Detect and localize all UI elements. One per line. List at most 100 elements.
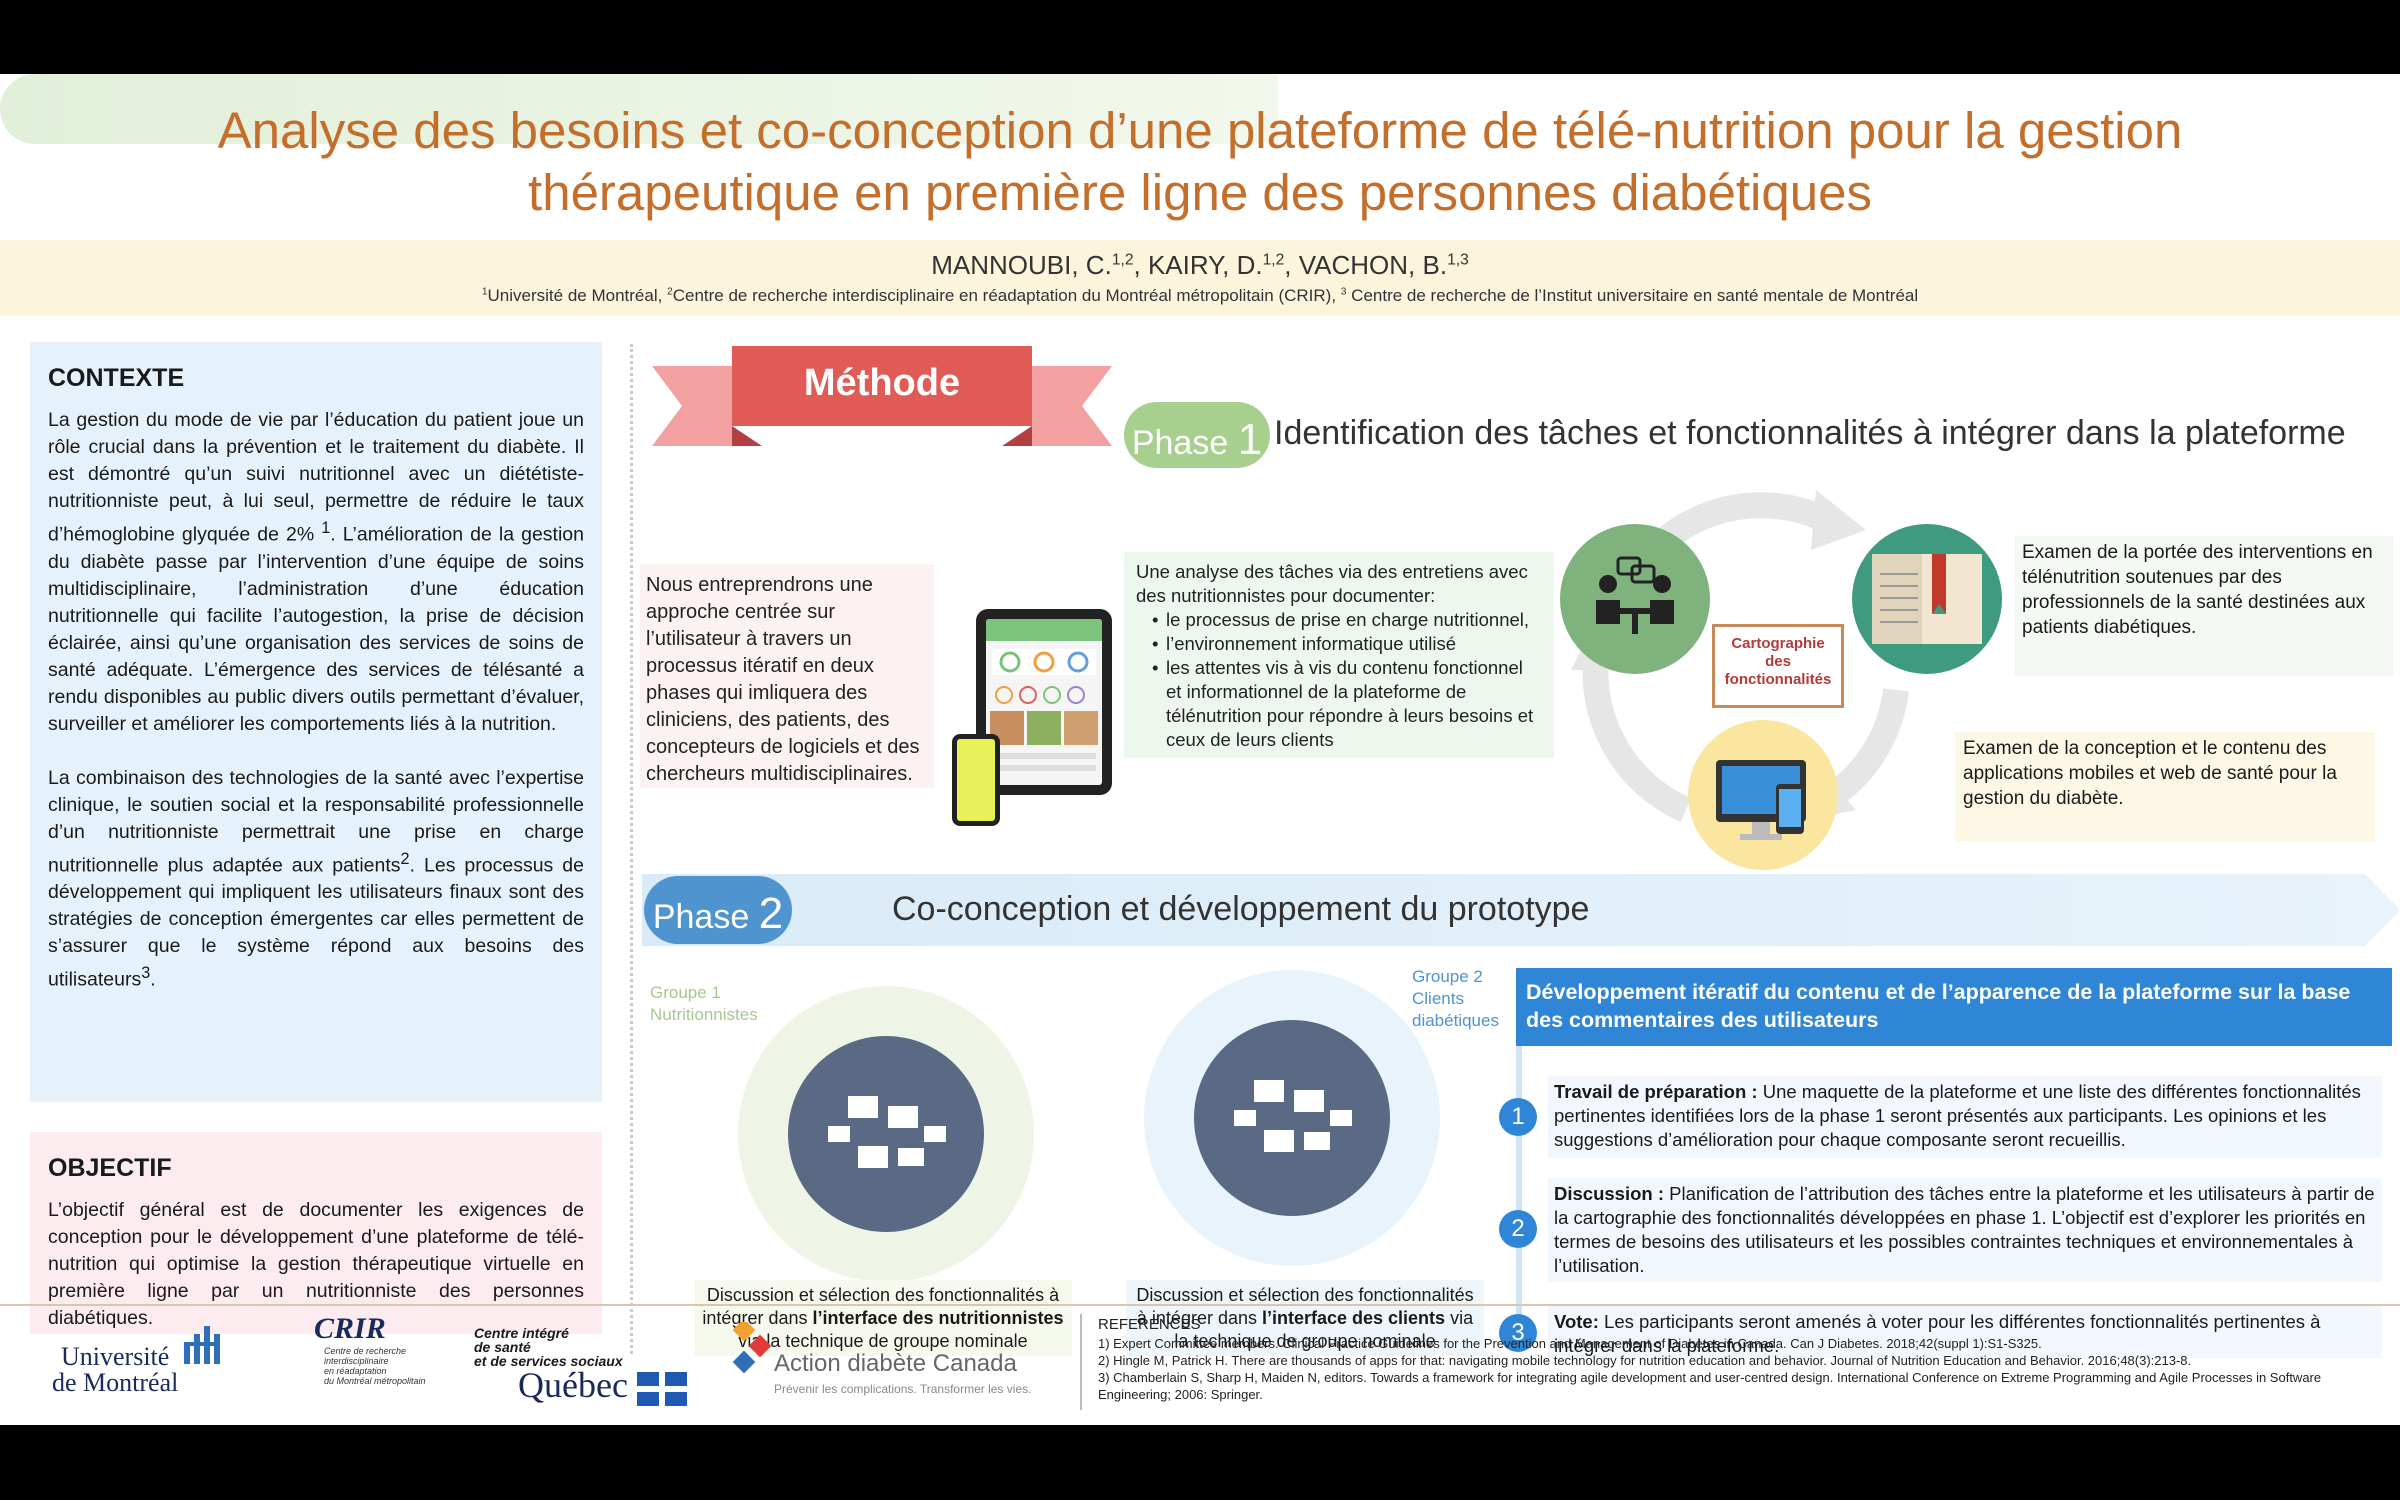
contexte-p1a: La gestion du mode de vie par l’éducatio… [48,409,584,546]
computer-phone-icon [1716,760,1806,840]
reference-item: 3) Chamberlain S, Sharp H, Maiden N, edi… [1098,1370,2322,1402]
phase1-title: Identification des tâches et fonctionnal… [1274,414,2346,452]
tablet-illustration [976,609,1112,795]
cap2-c: via la technique de groupe nominale [1174,1308,1474,1351]
apps-review-circle [1688,720,1838,870]
crir-sub-3: en réadaptation [324,1366,387,1376]
author-1-sup: 1,2 [1111,251,1134,269]
methode-label: Méthode [803,362,961,404]
contexte-box: CONTEXTE La gestion du mode de vie par l… [30,342,602,1102]
group2-line-2: Clients [1412,989,1464,1008]
authors-band: MANNOUBI, C.1,2, KAIRY, D.1,2, VACHON, B… [0,240,2400,316]
phase2-word: Phase [652,898,759,936]
iterative-development-heading: Développement itératif du contenu et de … [1516,968,2392,1046]
affil-2: Centre de recherche interdisciplinaire e… [672,286,1341,305]
contexte-p1b: . L’amélioration de la gestion du diabèt… [48,523,584,735]
phase1-scoping-review: Examen de la portée des interventions en… [2014,536,2394,676]
step-2-number: 2 [1499,1210,1537,1248]
cap1-a: Discussion et sélection des fonctionnali… [702,1285,1060,1328]
contexte-p2b: . Les processus de développement qui imp… [48,854,584,991]
affil-sup-2: 2 [667,286,673,298]
group2-table-icon [1194,1020,1390,1216]
phase1-apps-review: Examen de la conception et le contenu de… [1955,732,2375,842]
poster: Analyse des besoins et co-conception d’u… [0,74,2400,1425]
crir-sub-1: Centre de recherche [324,1346,407,1356]
contexte-p2a: La combinaison des technologies de la sa… [48,766,584,877]
contexte-paragraph-1: La gestion du mode de vie par l’éducatio… [48,407,584,738]
crir-sub-2: interdisciplinaire [324,1356,389,1366]
phase1-bullets-intro: Une analyse des tâches via des entretien… [1136,561,1528,606]
udem-text: Université de Montréal [52,1344,178,1396]
step-2-label: Discussion : [1554,1183,1664,1204]
reference-item: 1) Expert Committee members. Clinical Pr… [1098,1336,2042,1351]
author-2: , KAIRY, D. [1133,250,1263,280]
phase1-bar [0,74,1278,144]
adc-emblem-icon [732,1322,772,1374]
author-2-sup: 1,2 [1262,251,1285,269]
phase1-bullet-list: le processus de prise en charge nutritio… [1152,608,1542,752]
crir-subtext: Centre de recherche interdisciplinaire e… [324,1346,434,1386]
phase1-number: 1 [1237,415,1263,464]
udem-line-2: de Montréal [52,1368,179,1397]
contexte-p2-sup2: 3 [141,964,151,982]
list-item: les attentes vis à vis du contenu foncti… [1152,656,1542,752]
adc-tagline: Prévenir les complications. Transformer … [774,1382,1032,1396]
group1-line-2: Nutritionnistes [650,1005,758,1024]
author-3-sup: 1,3 [1447,251,1469,269]
poster-title: Analyse des besoins et co-conception d’u… [0,100,2400,224]
udem-line-1: Université [61,1342,170,1371]
objectif-box: OBJECTIF L’objectif général est de docum… [30,1132,602,1334]
column-divider [630,344,633,1354]
step-3-number: 3 [1499,1314,1537,1352]
phase1-task-analysis: Une analyse des tâches via des entretien… [1124,552,1554,758]
phase2-pill: Phase 2 [644,876,792,944]
contexte-p2-sup1: 2 [400,849,410,868]
qc-sub-2: de santé [474,1339,531,1355]
cartographie-label: Cartographie des fonctionnalités [1724,635,1832,688]
group1-label: Groupe 1 Nutritionnistes [650,982,758,1026]
affil-1: Université de Montréal, [487,286,668,305]
phase2-title: Co-conception et développement du protot… [892,890,1590,928]
qc-sub-3: et de services sociaux [474,1353,623,1369]
phase1-word: Phase [1131,424,1238,462]
step-1-text: Une maquette de la plateforme et une lis… [1554,1081,2361,1150]
methode-ribbon [652,346,1112,446]
group2-line-1: Groupe 2 [1412,967,1483,986]
group2-line-3: diabétiques [1412,1011,1499,1030]
adc-text: Action diabète Canada [774,1350,1017,1377]
author-3: , VACHON, B. [1284,250,1448,280]
group2-caption: Discussion et sélection des fonctionnali… [1126,1280,1484,1356]
quebec-logo: Centre intégré de santé et de services s… [474,1326,706,1406]
qc-subtext: Centre intégré de santé et de services s… [474,1326,706,1368]
cap2-a: Discussion et sélection des fonctionnali… [1136,1285,1474,1328]
action-diabete-logo: Action diabète Canada Prévenir les compl… [732,1316,1032,1396]
affil-sup-3: 3 [1340,286,1347,298]
phase2-bar [642,874,2400,946]
reference-item: 2) Hingle M, Patrick H. There are thousa… [1098,1353,2192,1368]
contexte-paragraph-2: La combinaison des technologies de la sa… [48,765,584,994]
group1-line-1: Groupe 1 [650,983,721,1002]
app-screen-icon [986,619,1102,771]
list-item: l’environnement informatique utilisé [1152,632,1542,656]
footer-divider [0,1304,2400,1306]
people-meeting-icon [1596,556,1674,634]
group2-label: Groupe 2 Clients diabétiques [1412,966,1499,1032]
literature-review-circle [1852,524,2002,674]
step-2-text: Planification de l’attribution des tâche… [1554,1183,2375,1276]
step-2: Discussion : Planification de l’attribut… [1548,1178,2382,1282]
qc-text: Québec [518,1364,706,1406]
methode-intro: Nous entreprendrons une approche centrée… [640,564,934,788]
step-3-label: Vote: [1554,1311,1599,1332]
crir-sub-4: du Montréal métropolitain [324,1376,426,1386]
udem-emblem-icon [184,1326,220,1364]
cap1-b: l’interface des nutritionnistes [812,1308,1064,1328]
objectif-text: L’objectif général est de documenter les… [48,1199,584,1329]
references: REFERENCES 1) Expert Committee members. … [1098,1316,2394,1403]
affil-3: Centre de recherche de l’Institut univer… [1346,286,1919,305]
authors: MANNOUBI, C.1,2, KAIRY, D.1,2, VACHON, B… [0,250,2400,281]
step-1-number: 1 [1499,1098,1537,1136]
crir-logo: CRIR Centre de recherche interdisciplina… [314,1312,434,1412]
phase1-pill: Phase 1 [1124,402,1270,468]
cap1-c: via la technique de groupe nominale [738,1331,1028,1351]
contexte-heading: CONTEXTE [48,364,185,392]
